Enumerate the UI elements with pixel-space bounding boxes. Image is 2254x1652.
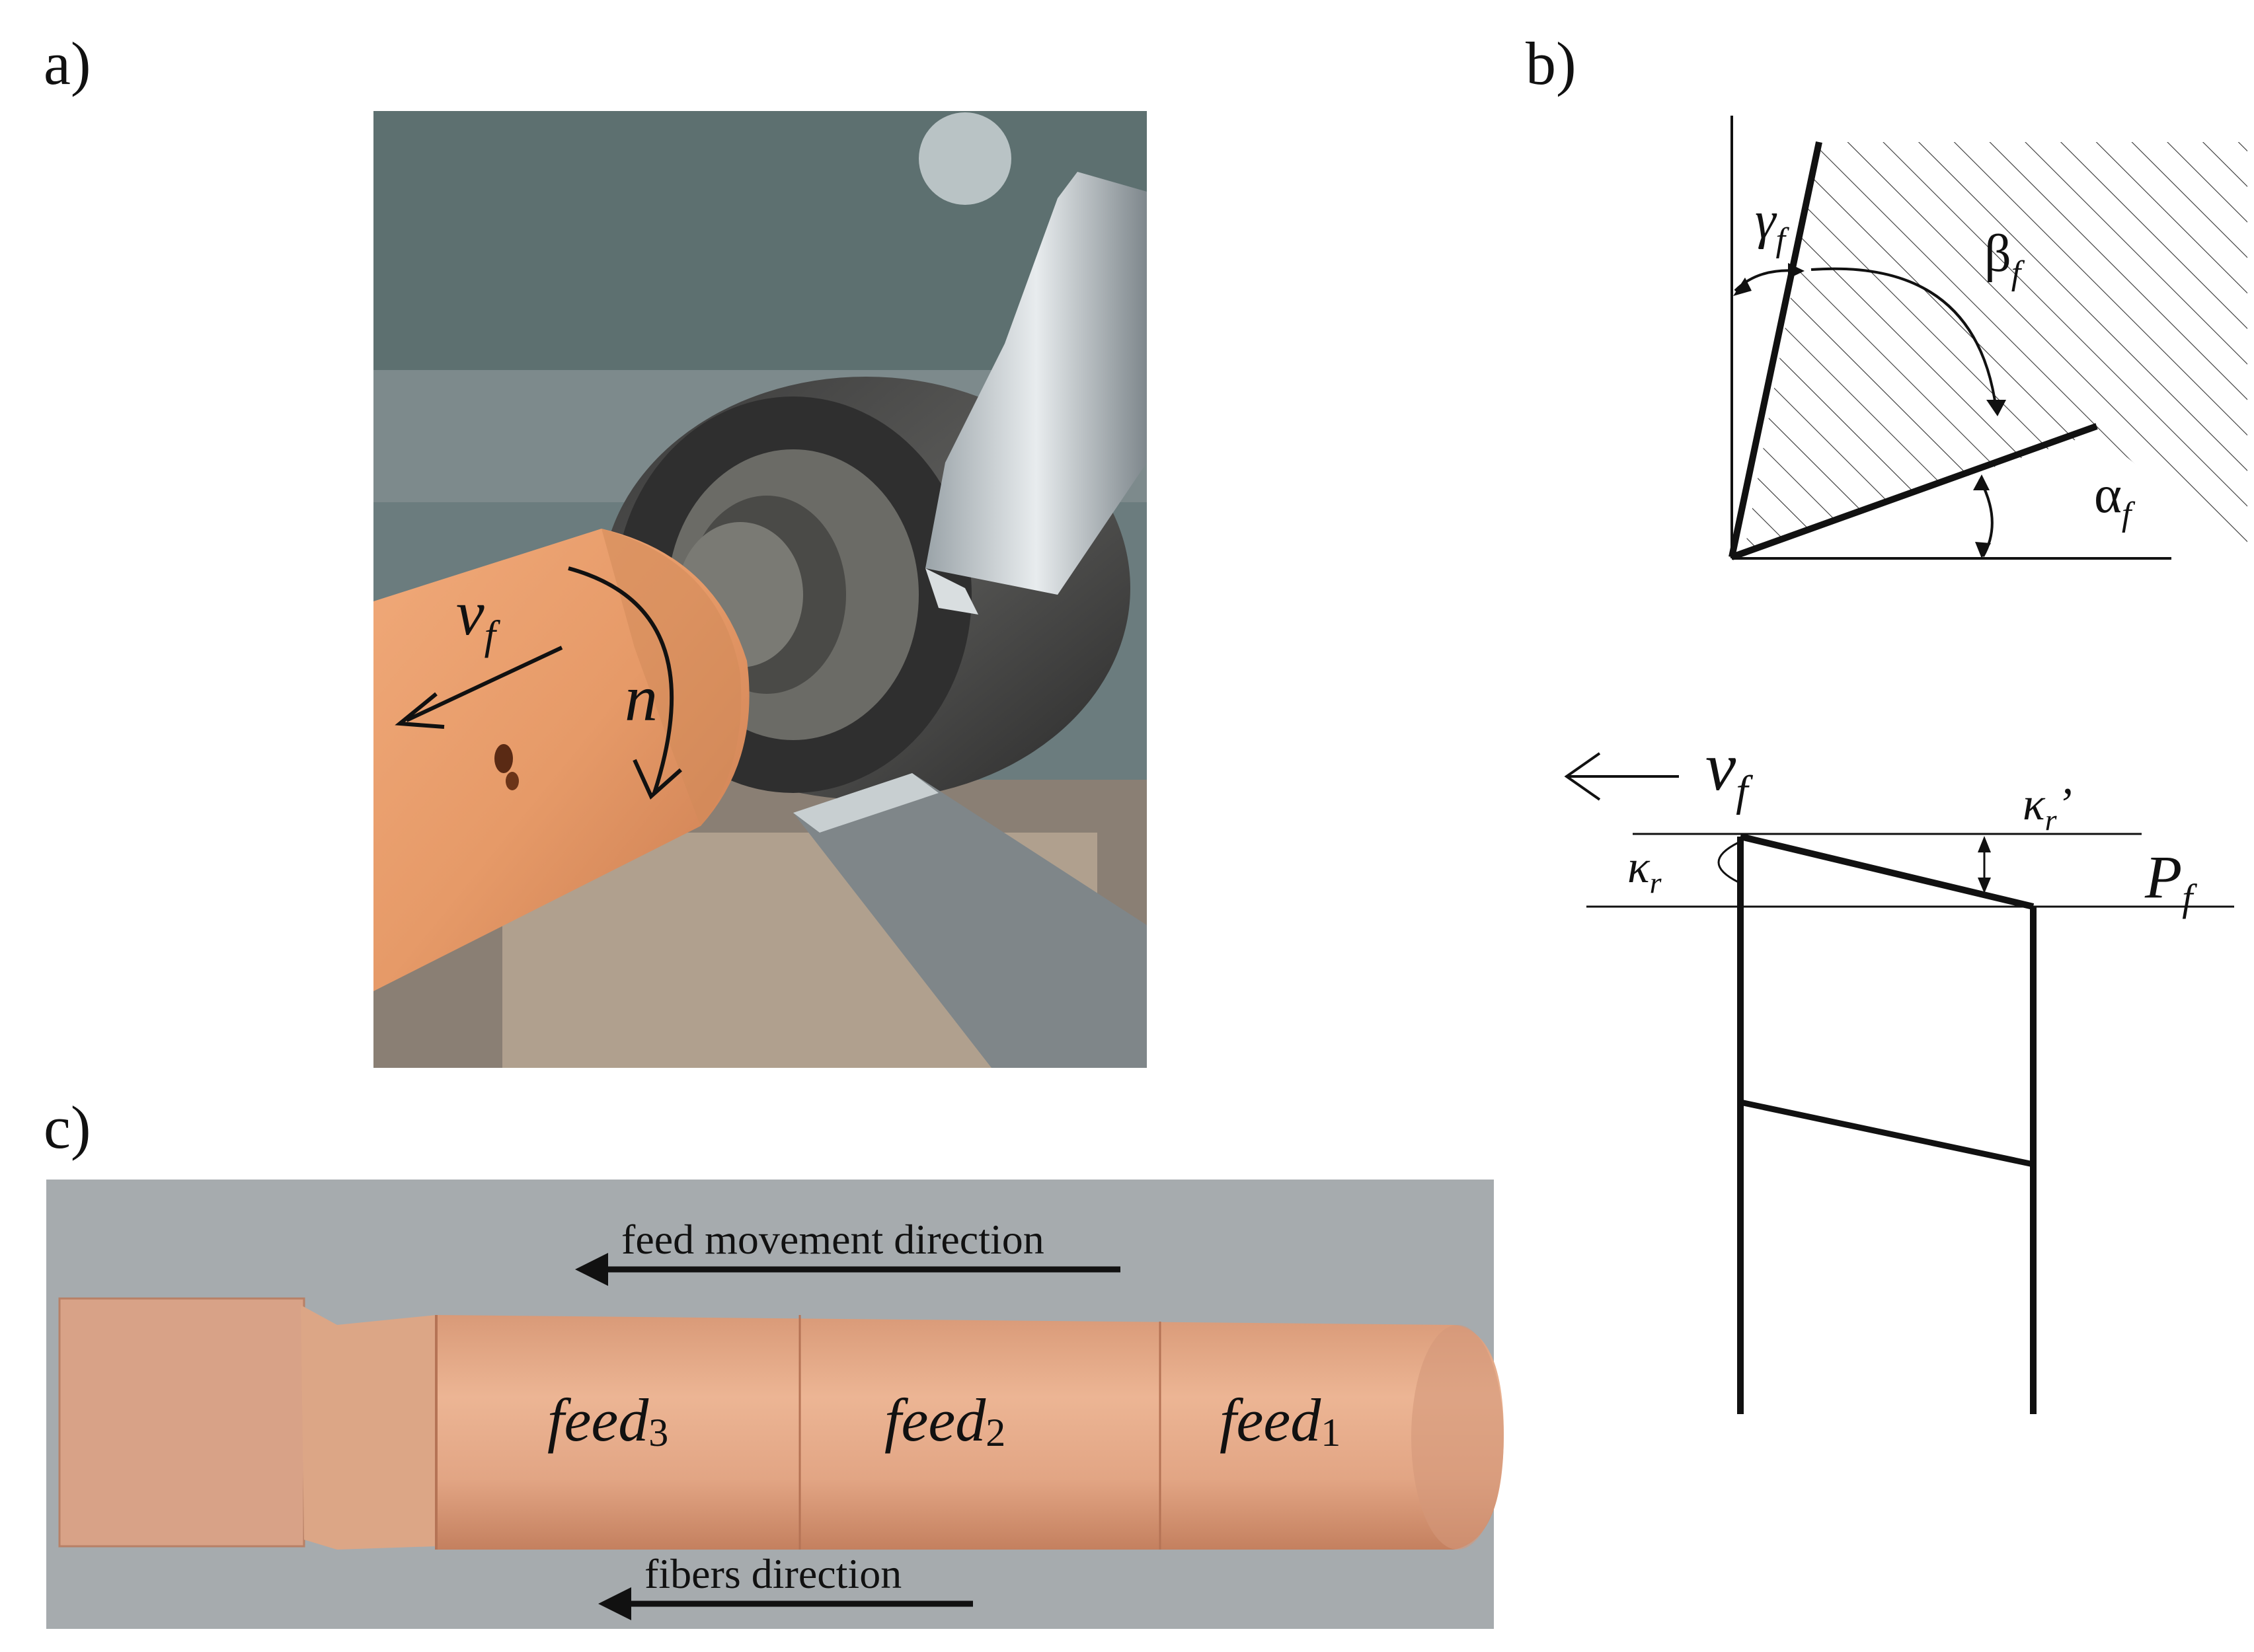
feed-section-3-label: feed3 — [547, 1386, 668, 1454]
feed-movement-arrow — [575, 1253, 1120, 1286]
rotation-symbol: n — [625, 661, 658, 735]
minor-edge-angle-symbol: κr’ — [2023, 779, 2072, 837]
workpiece-photo — [46, 1180, 1504, 1629]
lathe-photo — [373, 111, 1147, 1068]
feed-movement-label: feed movement direction — [621, 1216, 1044, 1263]
panel-label-a: a) — [44, 30, 91, 97]
rake-angle-symbol: γf — [1755, 192, 1790, 259]
rotation-arrow — [568, 566, 682, 800]
clearance-angle-symbol: αf — [2094, 466, 2136, 533]
panel-label-c: c) — [44, 1094, 91, 1161]
tool-plan-diagram — [1564, 752, 2234, 1414]
panel-label-b: b) — [1526, 30, 1576, 97]
tool-angle-diagram — [1729, 116, 2247, 560]
feed-section-1-label: feed1 — [1220, 1386, 1341, 1454]
feed-velocity-arrow-a — [395, 646, 563, 729]
fibers-direction-label: fibers direction — [644, 1550, 902, 1597]
working-plane-symbol: Pf — [2144, 843, 2197, 919]
fibers-direction-arrow — [598, 1587, 973, 1620]
feed-velocity-symbol-b: vf — [1705, 729, 1753, 815]
feed-section-2-label: feed2 — [884, 1386, 1005, 1454]
main-edge-angle-symbol: κr — [1627, 842, 1662, 899]
